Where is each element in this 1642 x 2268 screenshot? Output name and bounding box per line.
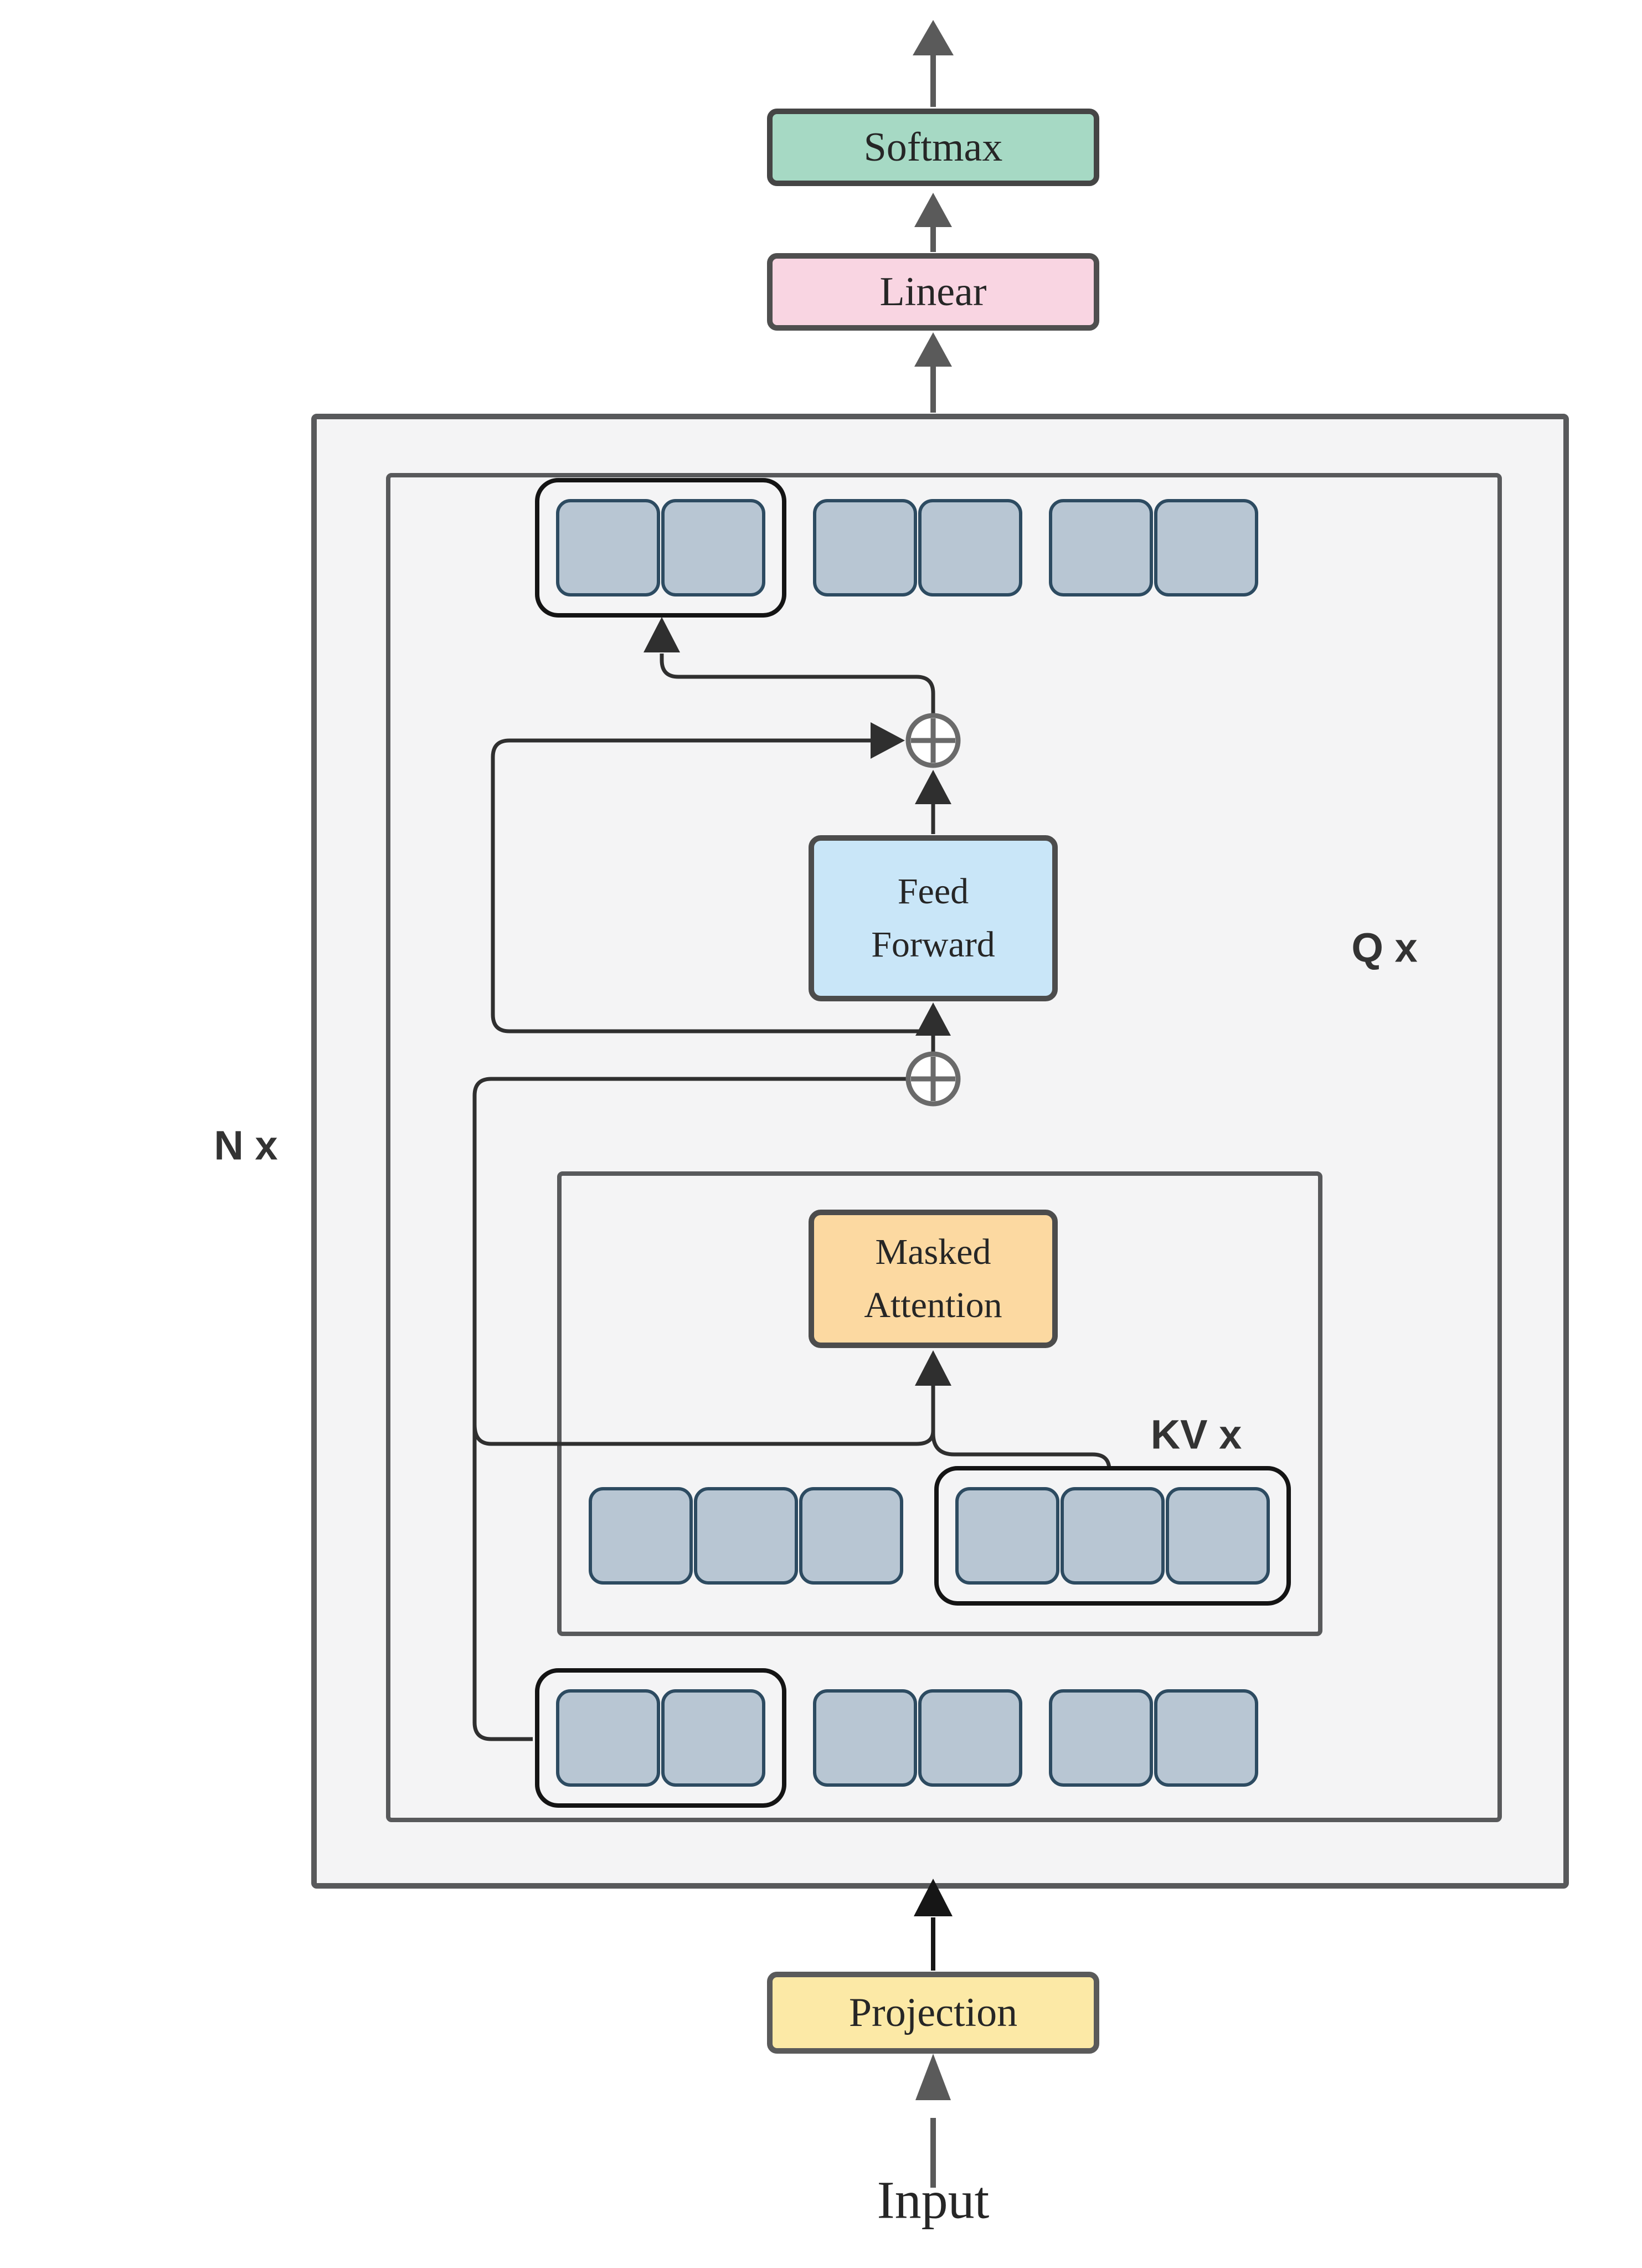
input-token-row	[535, 1668, 1258, 1808]
token	[661, 499, 765, 596]
token-group	[1049, 499, 1258, 596]
token-wrap-group	[934, 1466, 1291, 1606]
token	[799, 1487, 903, 1585]
token	[1166, 1487, 1270, 1585]
kv-loop-label: KV x	[1150, 1411, 1242, 1458]
residual-skip-ff	[491, 722, 933, 1033]
token	[556, 499, 660, 596]
token	[813, 1689, 917, 1787]
arrow-linear-to-softmax	[914, 193, 952, 252]
token	[1049, 499, 1153, 596]
token	[1049, 1689, 1153, 1787]
masked-attention-block: Masked Attention	[809, 1210, 1058, 1348]
token	[661, 1689, 765, 1787]
input-caption: Input	[877, 2170, 990, 2230]
inner-loop-label: Q x	[1351, 924, 1418, 971]
token	[589, 1487, 693, 1585]
kv-cache-token-row	[589, 1466, 1291, 1606]
wire-add-to-output-tokens	[644, 617, 935, 716]
residual-add-icon	[905, 1051, 961, 1107]
linear-label: Linear	[879, 269, 987, 315]
token	[813, 499, 917, 596]
token	[1061, 1487, 1165, 1585]
arrow-projection-to-block	[914, 1879, 953, 1971]
token-wrap-group	[535, 1668, 786, 1808]
arrow-add-to-ff	[915, 1002, 951, 1053]
token	[955, 1487, 1059, 1585]
output-token-row	[535, 478, 1258, 618]
feed-forward-label-line2: Forward	[871, 924, 995, 965]
token-group	[1049, 1689, 1258, 1787]
projection-block: Projection	[767, 1972, 1099, 2054]
masked-attention-label-line1: Masked	[875, 1232, 991, 1273]
token-wrap-group	[535, 478, 786, 618]
linear-block: Linear	[767, 253, 1099, 331]
residual-skip-attention	[472, 1077, 908, 1741]
wire-kv-branch	[931, 1433, 1111, 1470]
softmax-block: Softmax	[767, 109, 1099, 186]
token	[918, 499, 1022, 596]
token	[918, 1689, 1022, 1787]
arrow-merge-to-attention	[915, 1350, 951, 1434]
token	[694, 1487, 798, 1585]
softmax-label: Softmax	[863, 124, 1003, 170]
wire-query-branch	[472, 1424, 935, 1446]
arrow-block-to-linear	[914, 332, 952, 413]
token-group	[589, 1487, 903, 1585]
arrow-ff-to-add	[915, 770, 951, 834]
token-group	[813, 499, 1022, 596]
masked-attention-label-line2: Attention	[864, 1285, 1002, 1325]
token	[1154, 1689, 1258, 1787]
token	[556, 1689, 660, 1787]
token-group	[813, 1689, 1022, 1787]
outer-loop-label: N x	[214, 1122, 278, 1169]
projection-label: Projection	[848, 1989, 1018, 2035]
arrow-input-to-projection	[915, 2054, 951, 2188]
token	[1154, 499, 1258, 596]
feed-forward-block: Feed Forward	[809, 835, 1058, 1001]
residual-add-icon	[905, 713, 961, 768]
output-arrow	[913, 20, 954, 107]
feed-forward-label-line1: Feed	[897, 871, 969, 912]
